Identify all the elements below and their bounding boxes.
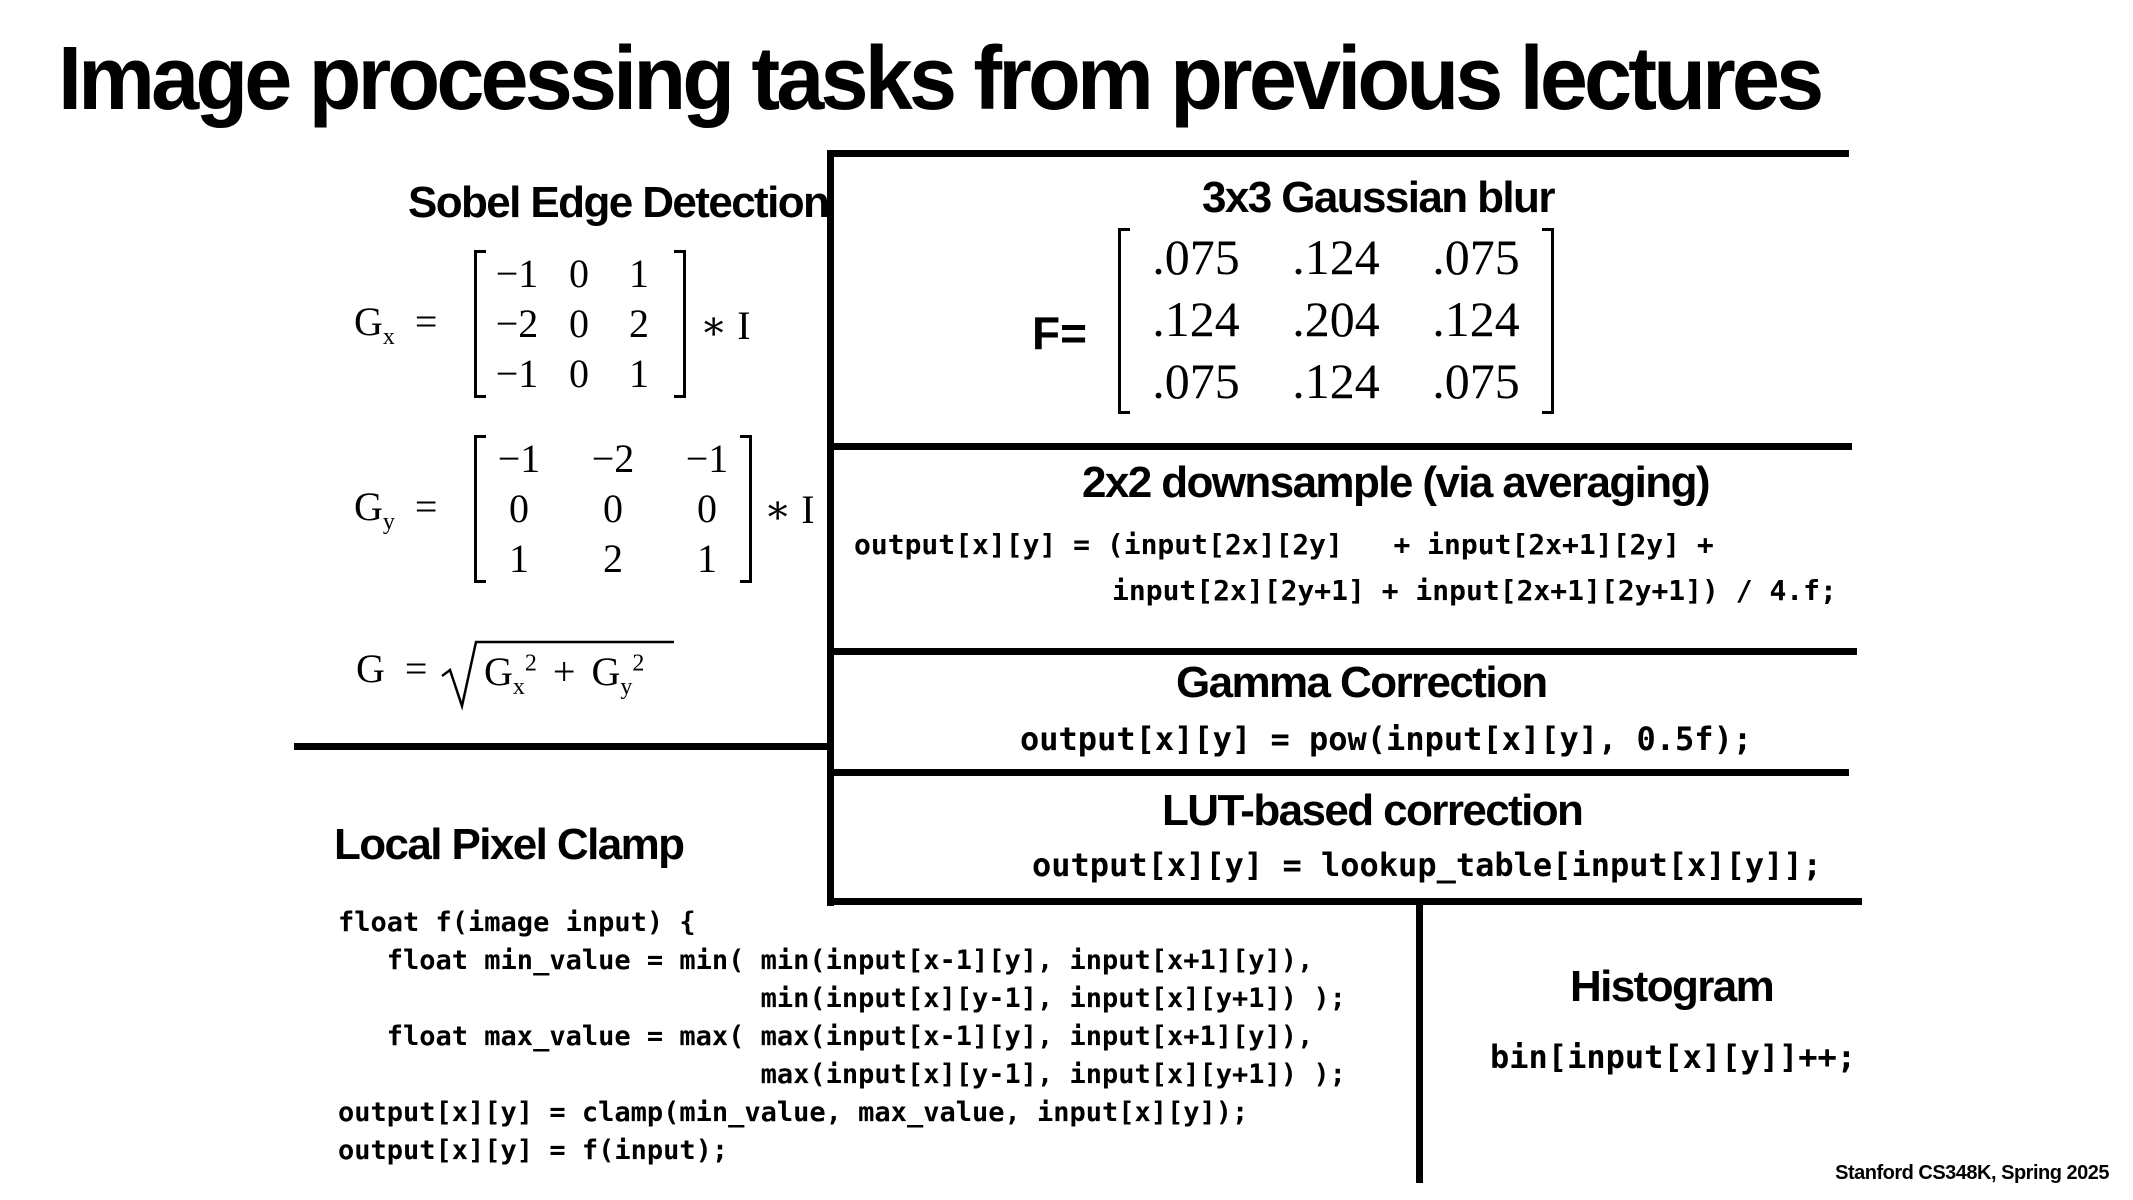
gx-cell: 1 bbox=[629, 251, 649, 296]
gy-cell: 0 bbox=[697, 486, 717, 531]
gaussian-cell: .075 bbox=[1432, 229, 1520, 285]
gy-cell: 0 bbox=[509, 486, 529, 531]
gy-conv: ∗ I bbox=[764, 487, 815, 532]
clamp-code-line: float f(image input) { bbox=[338, 907, 696, 938]
gx-conv: ∗ I bbox=[700, 303, 751, 348]
divider-gamma-bottom bbox=[827, 769, 1849, 776]
gx-cell: −2 bbox=[495, 301, 539, 346]
downsample-heading: 2x2 downsample (via averaging) bbox=[1082, 458, 1711, 507]
gaussian-cell: .075 bbox=[1432, 353, 1520, 409]
divider-downsample-bottom bbox=[827, 648, 1857, 655]
gy-cell: −1 bbox=[497, 436, 541, 481]
sqrt-symbol bbox=[441, 640, 674, 711]
clamp-heading: Local Pixel Clamp bbox=[334, 820, 685, 869]
divider-gaussian-bottom bbox=[827, 443, 1852, 450]
gx-cell: −1 bbox=[495, 251, 539, 296]
gaussian-cell: .204 bbox=[1292, 291, 1380, 347]
gamma-heading: Gamma Correction bbox=[1176, 658, 1548, 707]
gaussian-label: F= bbox=[1032, 307, 1087, 359]
g-magnitude-terms: Gx2 + Gy2 bbox=[484, 649, 645, 700]
gx-cell: 2 bbox=[629, 301, 649, 346]
sobel-heading: Sobel Edge Detection bbox=[408, 178, 830, 227]
slide-title: Image processing tasks from previous lec… bbox=[58, 29, 1824, 129]
histogram-heading: Histogram bbox=[1570, 962, 1775, 1011]
downsample-code-line2: input[2x][2y+1] + input[2x+1][2y+1]) / 4… bbox=[1112, 574, 1837, 607]
clamp-code-block: float f(image input) { float min_value =… bbox=[338, 904, 1346, 1170]
gaussian-cell: .124 bbox=[1292, 353, 1380, 409]
gaussian-cell: .075 bbox=[1152, 353, 1240, 409]
downsample-code-line1: output[x][y] = (input[2x][2y] + input[2x… bbox=[854, 528, 1714, 561]
clamp-code-line: output[x][y] = f(input); bbox=[338, 1135, 729, 1166]
gy-cell: 2 bbox=[603, 536, 623, 581]
gy-cell: 1 bbox=[509, 536, 529, 581]
divider-sobel-bottom bbox=[294, 743, 834, 750]
gaussian-cell: .075 bbox=[1152, 229, 1240, 285]
gamma-code: output[x][y] = pow(input[x][y], 0.5f); bbox=[1020, 720, 1753, 758]
gx-cell: 0 bbox=[569, 301, 589, 346]
gy-cell: 1 bbox=[697, 536, 717, 581]
gx-cell: −1 bbox=[495, 351, 539, 396]
course-footer: Stanford CS348K, Spring 2025 bbox=[1835, 1162, 2109, 1184]
lut-heading: LUT-based correction bbox=[1162, 786, 1584, 835]
divider-vertical-histogram bbox=[1416, 903, 1423, 1183]
gy-cell: −1 bbox=[685, 436, 729, 481]
clamp-code-line: float min_value = min( min(input[x-1][y]… bbox=[338, 945, 1314, 976]
gy-cell: 0 bbox=[603, 486, 623, 531]
clamp-code-line: float max_value = max( max(input[x-1][y]… bbox=[338, 1021, 1314, 1052]
divider-lut-bottom bbox=[827, 898, 1862, 905]
divider-top bbox=[827, 150, 1849, 157]
gx-cell: 0 bbox=[569, 351, 589, 396]
gx-label: Gx = bbox=[354, 299, 438, 350]
g-magnitude-equation: G = bbox=[356, 646, 428, 691]
clamp-code-line: min(input[x][y-1], input[x][y+1]) ); bbox=[338, 983, 1346, 1014]
gx-matrix: −1 0 1 −2 0 2 −1 0 1 bbox=[474, 250, 686, 398]
gy-matrix: −1 −2 −1 0 0 0 1 2 1 bbox=[474, 435, 752, 583]
gx-cell: 0 bbox=[569, 251, 589, 296]
divider-vertical-main bbox=[827, 152, 834, 906]
gx-cell: 1 bbox=[629, 351, 649, 396]
gy-cell: −2 bbox=[591, 436, 635, 481]
gaussian-cell: .124 bbox=[1292, 229, 1380, 285]
gaussian-matrix: .075 .124 .075 .124 .204 .124 .075 .124 … bbox=[1118, 228, 1554, 414]
histogram-code: bin[input[x][y]]++; bbox=[1490, 1038, 1857, 1076]
gaussian-heading: 3x3 Gaussian blur bbox=[1202, 173, 1555, 222]
gy-label: Gy = bbox=[354, 484, 438, 535]
clamp-code-line: max(input[x][y-1], input[x][y+1]) ); bbox=[338, 1059, 1346, 1090]
lut-code: output[x][y] = lookup_table[input[x][y]]… bbox=[1032, 846, 1822, 884]
gaussian-cell: .124 bbox=[1152, 291, 1240, 347]
clamp-code-line: output[x][y] = clamp(min_value, max_valu… bbox=[338, 1097, 1249, 1128]
gaussian-cell: .124 bbox=[1432, 291, 1520, 347]
